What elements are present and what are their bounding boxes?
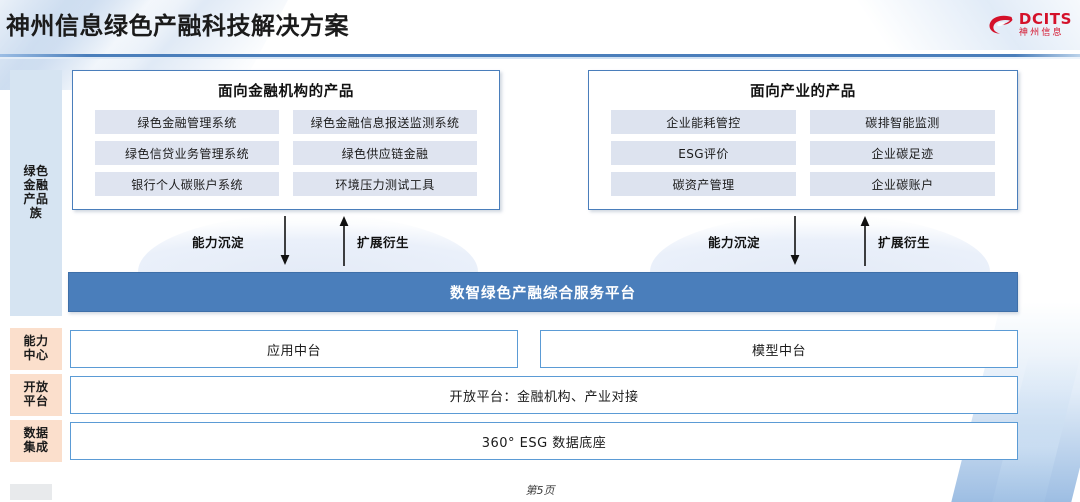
product-tile[interactable]: 碳资产管理 — [611, 172, 796, 196]
panel-financial-institutions: 面向金融机构的产品 绿色金融管理系统 绿色金融信息报送监测系统 绿色信贷业务管理… — [72, 70, 500, 210]
sidebar-label-capability-center: 能力中心 — [23, 334, 49, 362]
dcits-logo: DCITS 神州信息 — [988, 8, 1072, 42]
box-open-platform[interactable]: 开放平台：金融机构、产业对接 — [70, 376, 1018, 414]
arch-decoration-left — [138, 214, 478, 272]
product-tile[interactable]: 企业碳账户 — [810, 172, 995, 196]
title-divider — [0, 54, 1080, 57]
product-tile[interactable]: 银行个人碳账户系统 — [95, 172, 279, 196]
swoosh-icon — [989, 15, 1013, 34]
arrow-up-icon-right — [860, 216, 870, 266]
product-tile[interactable]: 绿色金融信息报送监测系统 — [293, 110, 477, 134]
product-tile[interactable]: 绿色信贷业务管理系统 — [95, 141, 279, 165]
flow-label-extension-derivation-right: 扩展衍生 — [878, 235, 931, 250]
panel-title-industry: 面向产业的产品 — [750, 84, 856, 100]
sidebar-item-data-integration: 数据集成 — [10, 420, 62, 462]
sidebar-label-green-finance-products: 绿色金融产品族 — [23, 164, 49, 220]
platform-bar[interactable]: 数智绿色产融综合服务平台 — [68, 272, 1018, 312]
sidebar-item-green-finance-products: 绿色金融产品族 — [10, 70, 62, 316]
product-tile[interactable]: 碳排智能监测 — [810, 110, 995, 134]
panel-industry: 面向产业的产品 企业能耗管控 碳排智能监测 ESG评价 企业碳足迹 碳资产管理 … — [588, 70, 1018, 210]
tile-grid-financial-institutions: 绿色金融管理系统 绿色金融信息报送监测系统 绿色信贷业务管理系统 绿色供应链金融… — [73, 101, 499, 196]
product-tile[interactable]: 企业碳足迹 — [810, 141, 995, 165]
logo-text: DCITS 神州信息 — [1019, 12, 1072, 38]
flow-label-capability-precipitation-right: 能力沉淀 — [708, 235, 761, 250]
box-model-middle-platform[interactable]: 模型中台 — [540, 330, 1018, 368]
logo-main-text: DCITS — [1018, 10, 1072, 28]
arrow-up-icon-left — [339, 216, 349, 266]
product-tile[interactable]: 绿色供应链金融 — [293, 141, 477, 165]
footer-page-number: 第5页 — [525, 484, 555, 497]
product-tile[interactable]: ESG评价 — [611, 141, 796, 165]
product-tile[interactable]: 企业能耗管控 — [611, 110, 796, 134]
sidebar-item-open-platform: 开放平台 — [10, 374, 62, 416]
sidebar-label-open-platform: 开放平台 — [23, 380, 49, 408]
product-tile[interactable]: 环境压力测试工具 — [293, 172, 477, 196]
arch-decoration-right — [650, 214, 990, 272]
box-app-middle-platform[interactable]: 应用中台 — [70, 330, 518, 368]
sidebar-label-data-integration: 数据集成 — [23, 426, 49, 454]
logo-sub-text: 神州信息 — [1018, 28, 1064, 38]
box-data-foundation[interactable]: 360° ESG 数据底座 — [70, 422, 1018, 460]
flow-label-extension-derivation-left: 扩展衍生 — [357, 235, 410, 250]
page-title: 神州信息绿色产融科技解决方案 — [6, 12, 349, 40]
sidebar-item-capability-center: 能力中心 — [10, 328, 62, 370]
title-divider-soft — [0, 57, 1080, 59]
flow-label-capability-precipitation-left: 能力沉淀 — [192, 235, 245, 250]
tile-grid-industry: 企业能耗管控 碳排智能监测 ESG评价 企业碳足迹 碳资产管理 企业碳账户 — [589, 101, 1017, 196]
product-tile[interactable]: 绿色金融管理系统 — [95, 110, 279, 134]
arrow-down-icon-right — [790, 216, 800, 265]
panel-title-financial-institutions: 面向金融机构的产品 — [218, 84, 354, 100]
arrow-down-icon-left — [280, 216, 290, 265]
